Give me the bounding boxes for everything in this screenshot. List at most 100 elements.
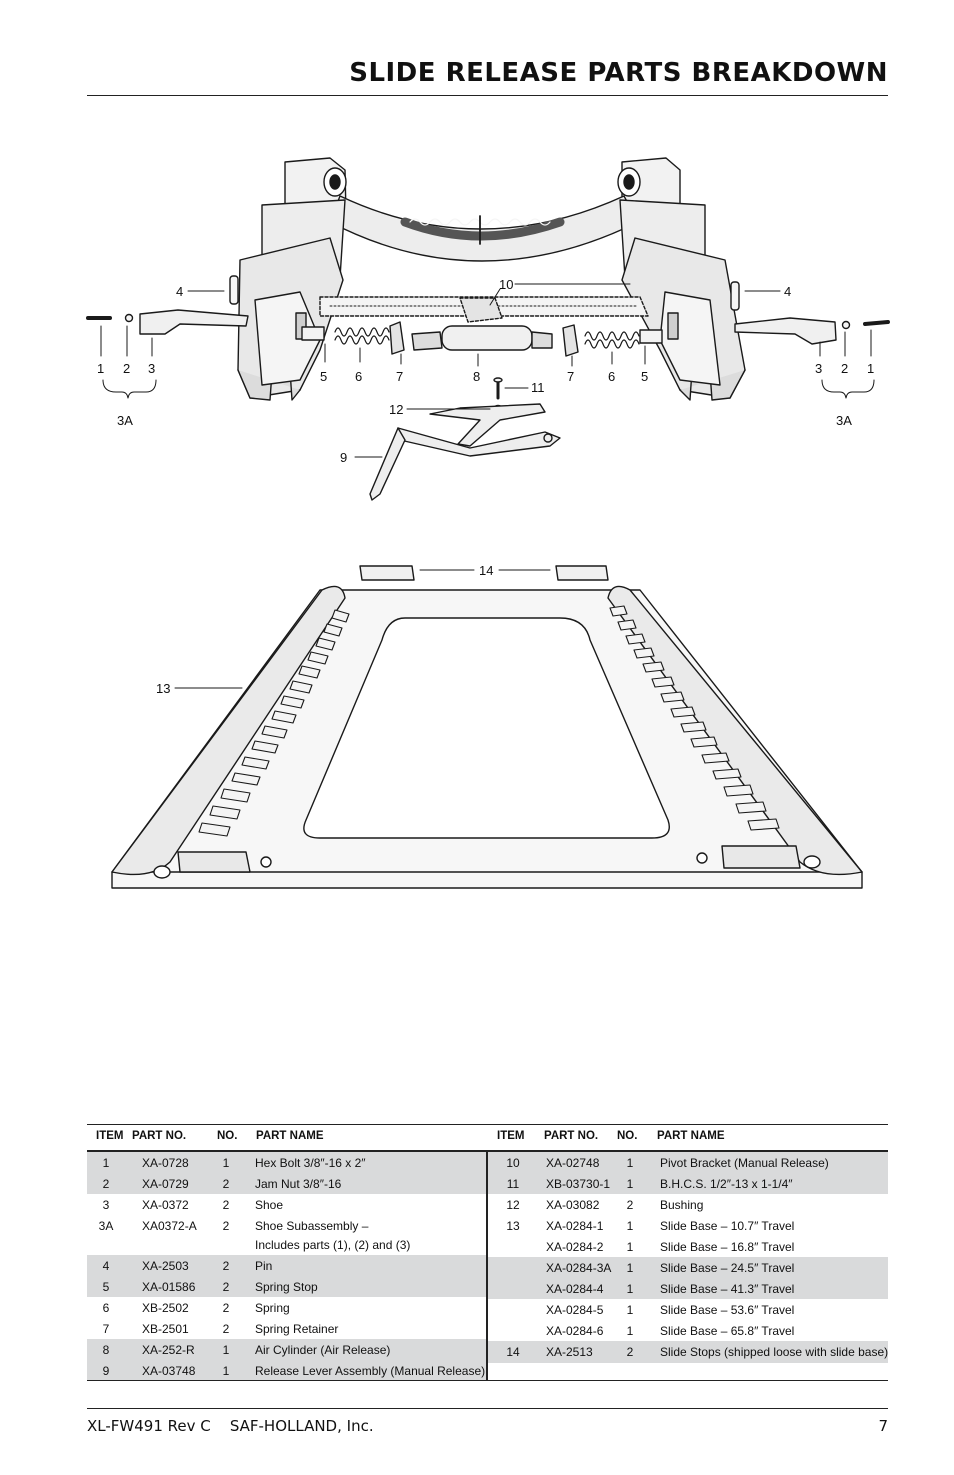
pin-left (229, 275, 239, 305)
release-lever-assembly (369, 403, 561, 501)
cell-part-name: Air Cylinder (Air Release) (255, 1343, 391, 1357)
cell-no: 2 (222, 1198, 230, 1212)
cell-no: 2 (222, 1301, 230, 1315)
table-right-column: 10 XA-02748 1 Pivot Bracket (Manual Rele… (488, 1152, 888, 1363)
cell-part-name: Shoe (255, 1198, 284, 1212)
table-row: XA-0284-6 1 Slide Base – 65.8″ Travel (488, 1320, 888, 1341)
cell-part-no: XA-252-R (142, 1343, 195, 1357)
cell-no: 1 (626, 1303, 634, 1317)
cell-part-no: XA-03748 (142, 1364, 196, 1378)
cell-item: 9 (102, 1364, 110, 1378)
cell-item: 12 (506, 1198, 520, 1212)
cell-part-name: Hex Bolt 3/8″-16 x 2″ (255, 1156, 366, 1170)
callout-6-left: 6 (355, 369, 363, 384)
cell-part-name: Shoe Subassembly – (255, 1219, 369, 1233)
table-row: 1 XA-0728 1 Hex Bolt 3/8″-16 x 2″ (87, 1152, 486, 1173)
table-row: 13 XA-0284-1 1 Slide Base – 10.7″ Travel (488, 1215, 888, 1236)
callout-8: 8 (473, 369, 481, 384)
footer-rule (87, 1408, 888, 1409)
table-row: 6 XB-2502 2 Spring (87, 1297, 486, 1318)
cell-no: 1 (626, 1156, 634, 1170)
cell-no: 2 (222, 1219, 230, 1233)
cell-item: 3 (102, 1198, 110, 1212)
cell-part-no: XA-03082 (546, 1198, 600, 1212)
cell-item: 6 (102, 1301, 110, 1315)
callout-12: 12 (389, 402, 404, 417)
slide-base (111, 565, 863, 889)
table-row: 2 XA-0729 2 Jam Nut 3/8″-16 (87, 1173, 486, 1194)
header-item-left: ITEM (96, 1130, 124, 1142)
cell-item: 10 (506, 1156, 520, 1170)
cell-item: 7 (102, 1322, 110, 1336)
cell-item: 4 (102, 1259, 110, 1273)
shoe-subassembly-right (734, 317, 890, 345)
page-title: SLIDE RELEASE PARTS BREAKDOWN (349, 58, 888, 88)
header-partno-left: PART NO. (132, 1130, 187, 1142)
callout-11: 11 (531, 380, 545, 395)
cell-item: 5 (102, 1280, 110, 1294)
callout-13: 13 (156, 681, 171, 696)
cell-no: 1 (626, 1261, 634, 1275)
leader-lines (100, 283, 875, 689)
header-name-left: PART NAME (256, 1130, 324, 1142)
cell-part-name: Slide Base – 53.6″ Travel (660, 1303, 795, 1317)
cell-part-name: Spring Retainer (255, 1322, 339, 1336)
callout-1-left: 1 (97, 361, 105, 376)
cell-no: 1 (626, 1219, 634, 1233)
callout-5-right: 5 (641, 369, 649, 384)
callout-3-left: 3 (148, 361, 156, 376)
table-row: XA-0284-2 1 Slide Base – 16.8″ Travel (488, 1236, 888, 1257)
table-divider (486, 1152, 488, 1380)
callout-5-left: 5 (320, 369, 328, 384)
cell-part-no: XA-0284-1 (546, 1219, 604, 1233)
cell-part-name: Release Lever Assembly (Manual Release) (255, 1364, 486, 1378)
cell-part-name: Slide Base – 41.3″ Travel (660, 1282, 795, 1296)
cell-part-no: XA0372-A (142, 1219, 197, 1233)
callout-3A-left: 3A (117, 413, 133, 428)
cell-no: 2 (222, 1322, 230, 1336)
callout-9: 9 (340, 450, 348, 465)
cell-no: 2 (222, 1280, 230, 1294)
cell-part-no: XB-2501 (142, 1322, 189, 1336)
cell-item: 11 (506, 1177, 520, 1191)
cell-part-no: XA-01586 (142, 1280, 196, 1294)
table-row: 11 XB-03730-1 1 B.H.C.S. 1/2″-13 x 1-1/4… (488, 1173, 888, 1194)
cell-part-name: Pin (255, 1259, 273, 1273)
fifth-wheel-frame (237, 157, 746, 401)
table-row: 12 XA-03082 2 Bushing (488, 1194, 888, 1215)
cell-part-name: Spring (255, 1301, 290, 1315)
callout-4-right: 4 (784, 284, 792, 299)
table-row: 3A XA0372-A 2 Shoe Subassembly – Include… (87, 1215, 486, 1255)
header-item-right: ITEM (497, 1130, 525, 1142)
cell-no: 2 (626, 1198, 634, 1212)
title-rule (87, 95, 888, 96)
callout-3A-right: 3A (836, 413, 852, 428)
table-row: 7 XB-2501 2 Spring Retainer (87, 1318, 486, 1339)
table-row: 9 XA-03748 1 Release Lever Assembly (Man… (87, 1360, 486, 1381)
callout-2-right: 2 (841, 361, 849, 376)
cell-part-no: XA-2513 (546, 1345, 593, 1359)
cell-no: 1 (626, 1177, 634, 1191)
callout-7-right: 7 (567, 369, 575, 384)
cell-part-name: Jam Nut 3/8″-16 (255, 1177, 342, 1191)
cell-item: 1 (102, 1156, 110, 1170)
header-no-right: NO. (617, 1130, 638, 1142)
cell-part-no: XA-0284-4 (546, 1282, 604, 1296)
cell-item: 2 (102, 1177, 110, 1191)
table-row: XA-0284-3A 1 Slide Base – 24.5″ Travel (488, 1257, 888, 1278)
cell-no: 2 (222, 1177, 230, 1191)
cell-no: 2 (626, 1345, 634, 1359)
cell-part-no: XA-0728 (142, 1156, 189, 1170)
cell-part-name: Spring Stop (255, 1280, 318, 1294)
page-number: 7 (878, 1417, 888, 1435)
cell-part-name: Bushing (660, 1198, 704, 1212)
cell-part-name: Slide Base – 10.7″ Travel (660, 1219, 795, 1233)
table-row: 5 XA-01586 2 Spring Stop (87, 1276, 486, 1297)
cell-part-name: Slide Base – 24.5″ Travel (660, 1261, 795, 1275)
cell-item: 13 (506, 1219, 520, 1233)
cell-part-no: XA-02748 (546, 1156, 600, 1170)
cell-no: 1 (626, 1324, 634, 1338)
callout-3-right: 3 (815, 361, 823, 376)
table-row: 4 XA-2503 2 Pin (87, 1255, 486, 1276)
cell-part-no: XA-0284-5 (546, 1303, 604, 1317)
